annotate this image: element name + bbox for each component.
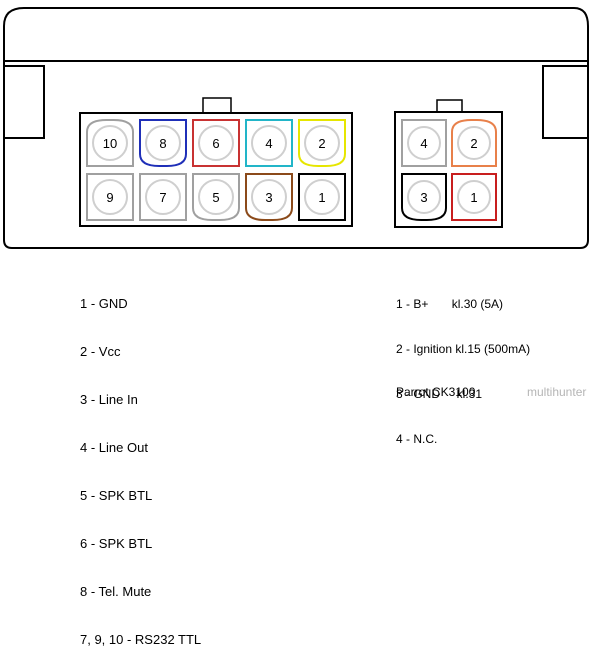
legend-line: 4 - Line Out [80,440,148,455]
large-connector-latch [202,97,232,114]
pin-number: 2 [318,136,325,151]
pin-number: 4 [265,136,272,151]
right-mount-tab [542,65,589,139]
pin-number: 1 [318,190,325,205]
pinout-legend-large: 1 - GND 2 - Vcc 3 - Line In 4 - Line Out… [80,264,201,664]
legend-line: 4 - N.C. [396,432,438,446]
legend-line: 3 - Line In [80,392,138,407]
pin-number: 4 [420,136,427,151]
pin-ring [407,126,441,160]
pin-8: 8 [139,119,187,167]
large-connector-body [79,112,353,227]
pin-ring [251,125,287,161]
pin-ring [145,179,181,215]
pin-number: 9 [106,190,113,205]
pin-number: 1 [470,190,477,205]
wiring-diagram: 10 8 6 4 2 9 7 5 3 1 4 2 3 1 [3,7,589,249]
pin-3: 3 [401,173,447,221]
pin-1: 1 [451,173,497,221]
small-connector-pins: 4 2 3 1 [401,119,497,221]
pin-ring [304,179,340,215]
large-connector-pins: 10 8 6 4 2 9 7 5 3 1 [86,119,346,221]
pin-number: 3 [420,190,427,205]
pin-ring [92,125,128,161]
legend-line: 3 - GND kl.31 [396,387,483,401]
pin-number: 2 [470,136,477,151]
device-housing [3,7,589,249]
legend-line: 1 - B+ kl.30 (5A) [396,297,504,311]
legend-line: 6 - SPK BTL [80,536,153,551]
pin-ring [198,179,234,215]
pin-1: 1 [298,173,346,221]
pin-number: 7 [159,190,166,205]
pin-6: 6 [192,119,240,167]
pin-10: 10 [86,119,134,167]
pin-ring [457,180,491,214]
legend-line: 5 - SPK BTL [80,488,153,503]
legend-line: 1 - GND [80,296,128,311]
pin-3: 3 [245,173,293,221]
pin-7: 7 [139,173,187,221]
pin-ring [251,179,287,215]
small-connector-body [394,111,503,228]
legend-line: 7, 9, 10 - RS232 TTL [80,632,202,647]
pin-2: 2 [451,119,497,167]
pin-number: 5 [212,190,219,205]
pin-number: 10 [103,136,117,151]
pin-number: 3 [265,190,272,205]
pin-number: 8 [159,136,166,151]
left-mount-tab [3,65,45,139]
small-connector-latch [436,99,463,113]
pin-ring [457,126,491,160]
model-label: Parrot CK3100 [396,385,476,399]
pin-ring [198,125,234,161]
pin-number: 6 [212,136,219,151]
legend-line: 2 - Vcc [80,344,121,359]
pin-ring [92,179,128,215]
pin-ring [304,125,340,161]
pin-5: 5 [192,173,240,221]
legend-line: 8 - Tel. Mute [80,584,152,599]
pin-ring [145,125,181,161]
pin-ring [407,180,441,214]
pinout-legend-power: 1 - B+ kl.30 (5A) 2 - Ignition kl.15 (50… [396,267,530,462]
watermark-text: multihunter [527,385,587,399]
pin-9: 9 [86,173,134,221]
pin-4: 4 [245,119,293,167]
legend-line: 2 - Ignition kl.15 (500mA) [396,342,531,356]
pin-2: 2 [298,119,346,167]
pin-4: 4 [401,119,447,167]
